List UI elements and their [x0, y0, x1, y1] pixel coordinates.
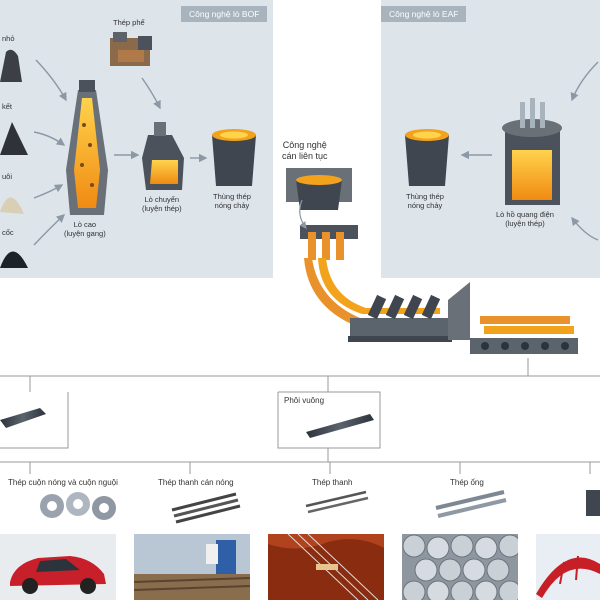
car-photo — [0, 534, 116, 600]
billet-product — [306, 414, 374, 438]
bof-ladle — [212, 129, 256, 186]
input-label-sinter: kết — [2, 102, 13, 111]
bof-panel-title: Công nghệ lò BOF — [181, 6, 268, 22]
steel-pipe-product — [435, 490, 507, 518]
section-product — [586, 490, 600, 516]
continuous-caster — [286, 168, 440, 326]
pipes-photo — [402, 534, 518, 600]
converter-label: Lò chuyển (luyện thép) — [142, 195, 182, 213]
blast-furnace-label: Lò cao (luyện gang) — [64, 220, 106, 238]
caster-label: Công nghệ cán liên tục — [282, 140, 328, 161]
eaf-furnace-label: Lò hồ quang điện (luyện thép) — [496, 210, 554, 228]
coke-pile — [0, 251, 28, 268]
converter — [142, 122, 184, 190]
scrap-label: Thép phế — [113, 18, 145, 27]
steel-pipe-label: Thép ống — [450, 478, 484, 487]
blast-furnace — [66, 80, 108, 215]
eaf-ladle — [405, 129, 449, 186]
input-label-limestone: uôi — [2, 172, 13, 181]
eaf-ladle-label: Thùng thép nóng chảy — [406, 192, 444, 210]
bridge-photo — [536, 534, 600, 600]
hot-rolled-bar-product — [171, 492, 241, 524]
roller-table-1 — [348, 282, 470, 342]
limestone-pile — [0, 197, 24, 214]
violin-photo — [268, 534, 384, 600]
coil-label: Thép cuộn nóng và cuộn nguội — [8, 478, 118, 487]
iron-ore-pile — [0, 49, 22, 82]
billet-label: Phôi vuông — [284, 396, 325, 405]
bof-ladle-label: Thùng thép nóng chảy — [213, 192, 251, 210]
rebar-photo — [134, 534, 250, 600]
input-label-coke: cốc — [2, 228, 14, 237]
electric-arc-furnace — [502, 98, 562, 205]
eaf-panel-title: Công nghệ lò EAF — [381, 6, 467, 22]
scrap-pile — [110, 32, 152, 66]
roller-table-2 — [470, 316, 578, 354]
coil-product — [40, 492, 116, 520]
steel-bar-label: Thép thanh — [312, 478, 353, 487]
sinter-pile — [0, 122, 28, 155]
input-label-ore: nhỏ — [2, 34, 15, 43]
steel-bar-product — [305, 490, 369, 514]
hot-rolled-bar-label: Thép thanh cán nóng — [158, 478, 234, 487]
product-tree-lines — [0, 358, 600, 474]
slab-product — [0, 408, 46, 428]
